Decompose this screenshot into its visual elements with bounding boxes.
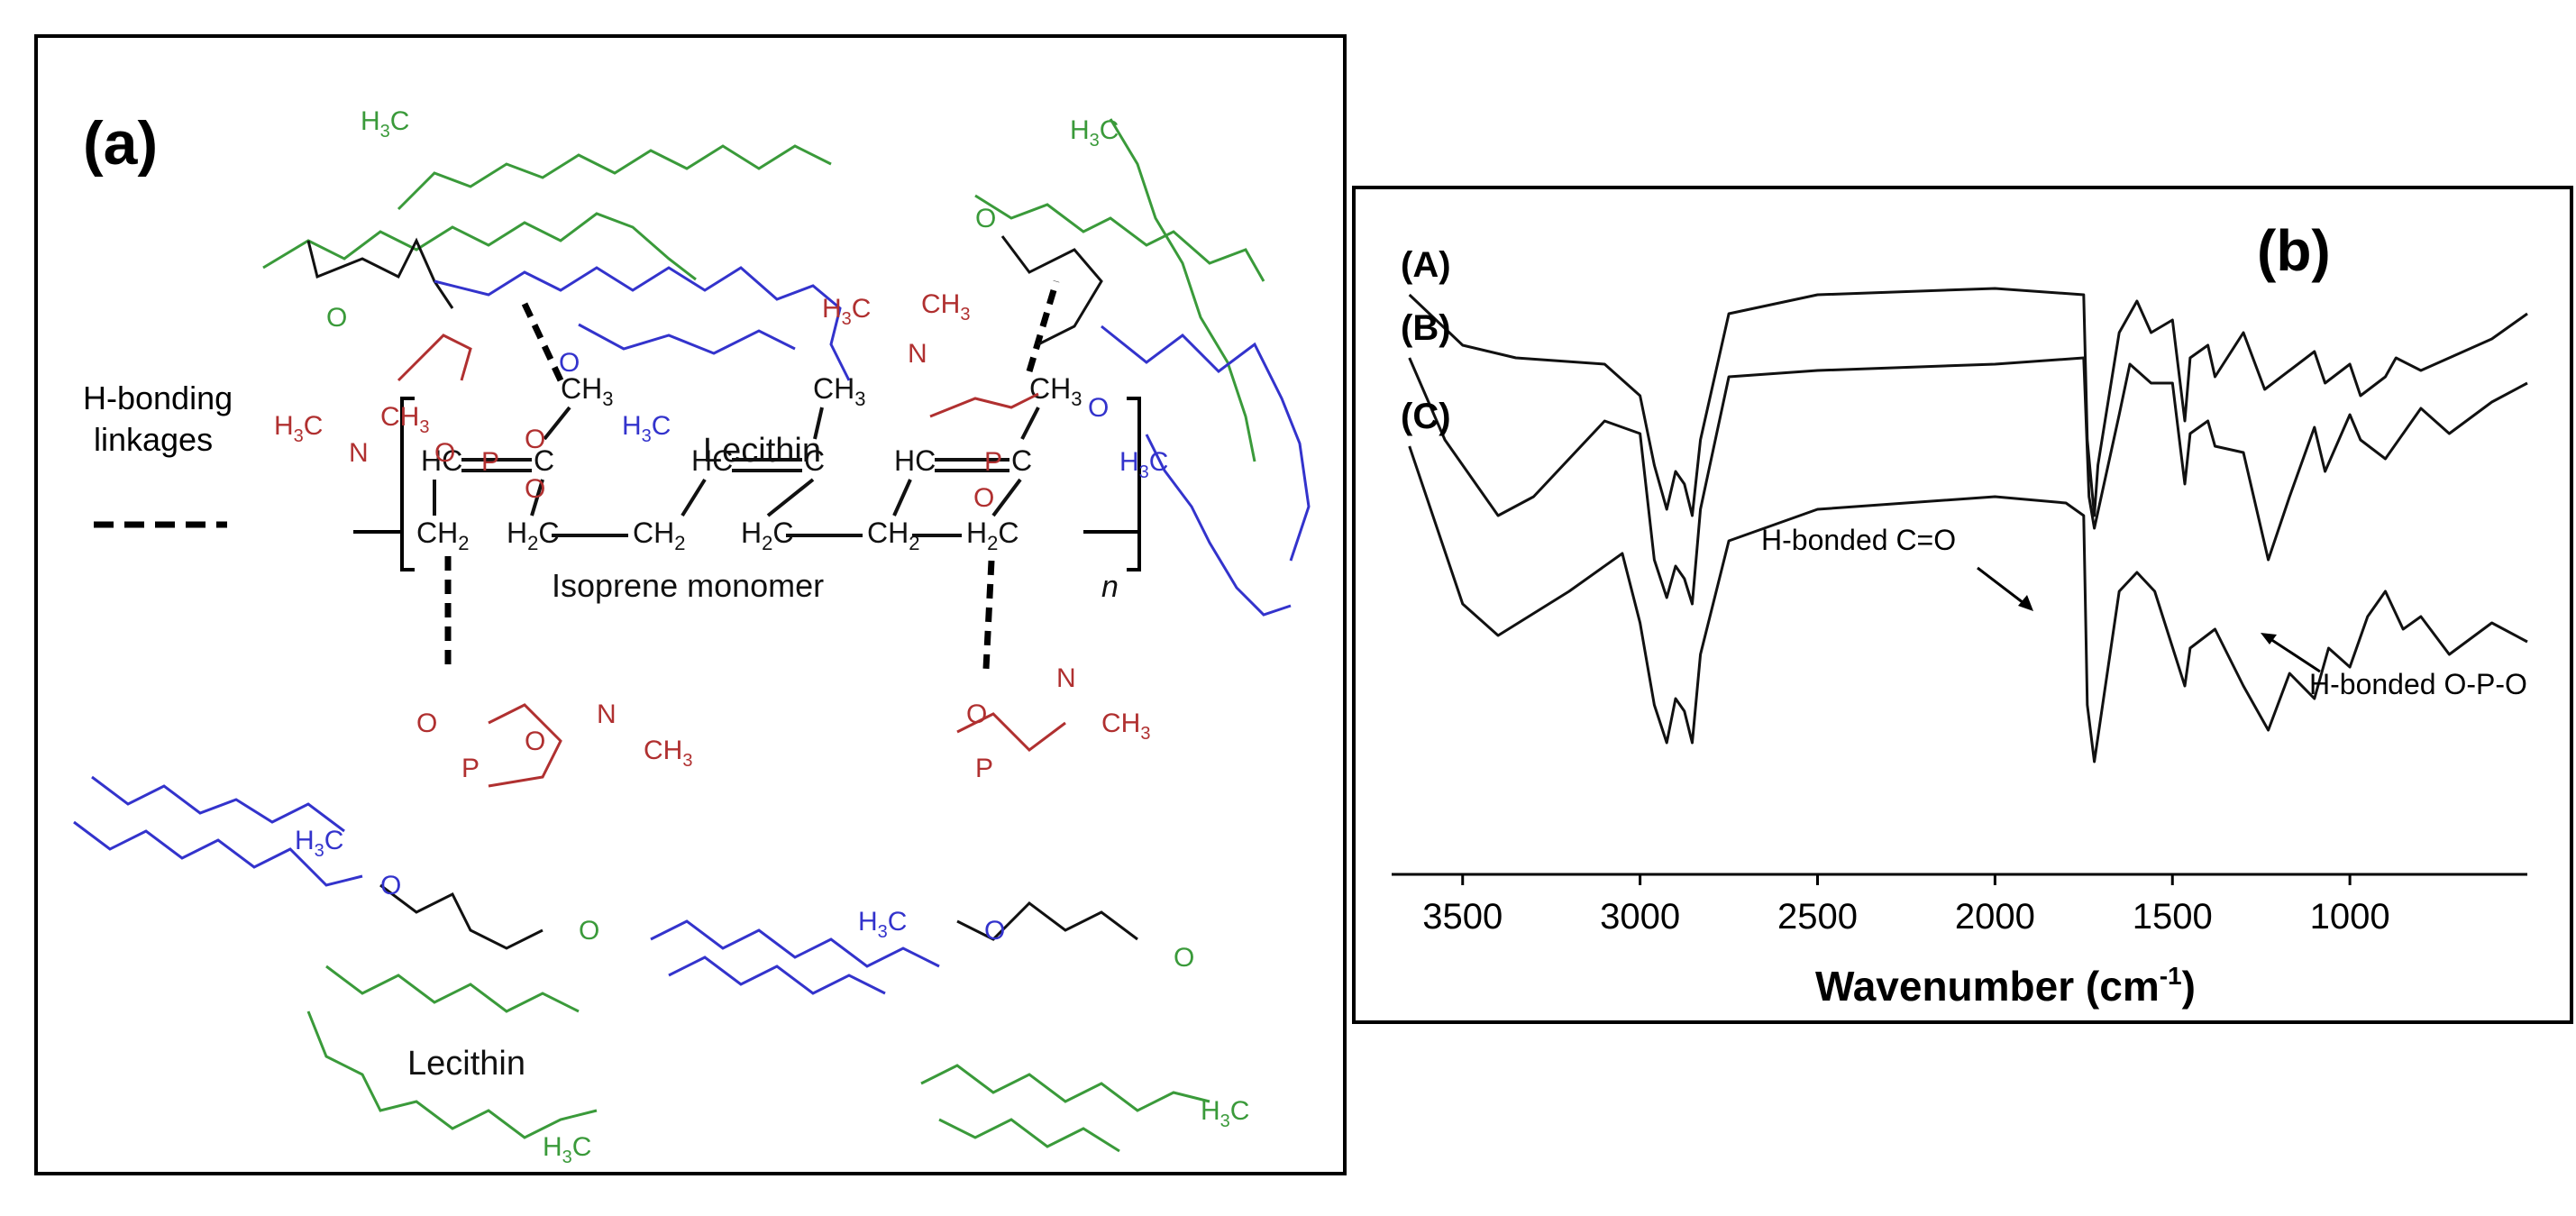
- monomer-label: Isoprene monomer: [552, 567, 824, 604]
- svg-text:H3C: H3C: [858, 907, 907, 942]
- svg-text:H3C: H3C: [1201, 1096, 1249, 1131]
- svg-text:O: O: [579, 916, 599, 946]
- panel-a-label: (a): [83, 109, 158, 178]
- x-tick-label-2000: 2000: [1955, 897, 2035, 937]
- x-tick-layer: 3500 3000 2500 2000 1500 1000: [1422, 874, 2390, 937]
- svg-text:H3C: H3C: [361, 106, 409, 142]
- series-label-c: (C): [1401, 397, 1451, 436]
- svg-text:N: N: [908, 339, 927, 369]
- panel-b-ftir: (b) (A) (B) (C) 3500 3000 2500 2000 1500 1000 W…: [1352, 186, 2573, 1024]
- series-label-layer: (A) (B) (C): [1401, 245, 1451, 436]
- annotation-co-arrow: [1977, 566, 2028, 608]
- x-tick-label-2500: 2500: [1777, 897, 1858, 937]
- repeat-n: n: [1101, 570, 1119, 604]
- x-tick-label-3500: 3500: [1422, 897, 1503, 937]
- panel-b-label: (b): [2257, 218, 2331, 283]
- svg-text:O: O: [380, 871, 401, 901]
- structure-diagram: (a) H-bonding linkages HC C HC C HC C CH…: [73, 106, 1311, 1167]
- svg-text:N: N: [1056, 663, 1076, 693]
- svg-text:H3C: H3C: [295, 826, 343, 861]
- backbone-bonds: [433, 406, 1040, 537]
- svg-text:CH2: CH2: [633, 517, 685, 554]
- lecithin-lower-left: [73, 703, 598, 1139]
- svg-text:CH3: CH3: [921, 289, 970, 325]
- panel-a-structure: (a) H-bonding linkages HC C HC C HC C CH…: [34, 34, 1347, 1175]
- svg-text:HC: HC: [421, 444, 462, 477]
- svg-text:H3C: H3C: [1070, 115, 1119, 151]
- svg-text:O: O: [973, 483, 994, 513]
- svg-text:O: O: [326, 303, 347, 333]
- svg-text:H2C: H2C: [741, 517, 793, 554]
- svg-text:O: O: [525, 727, 545, 756]
- svg-text:CH3: CH3: [380, 402, 429, 437]
- svg-text:C: C: [804, 444, 825, 477]
- annotation-co: H-bonded C=O: [1761, 524, 1956, 556]
- annotation-opo-arrow: [2267, 635, 2321, 673]
- x-tick-label-3000: 3000: [1600, 897, 1680, 937]
- h-bond-dashes: [444, 279, 1060, 670]
- svg-text:O: O: [975, 204, 996, 233]
- svg-text:CH3: CH3: [1101, 709, 1150, 744]
- svg-text:O: O: [984, 916, 1005, 946]
- annotation-opo: H-bonded O-P-O: [2309, 668, 2527, 700]
- lecithin-lower-right: [650, 712, 1210, 1153]
- legend-line1: H-bonding: [83, 379, 233, 416]
- svg-text:CH3: CH3: [813, 372, 865, 410]
- spectrum-line-c: [1408, 445, 2528, 763]
- svg-text:H3C: H3C: [543, 1132, 591, 1167]
- svg-text:P: P: [984, 447, 1002, 477]
- svg-text:O: O: [966, 699, 987, 729]
- svg-text:H3C: H3C: [622, 411, 671, 446]
- svg-text:H2C: H2C: [966, 517, 1019, 554]
- polymer-brackets: [353, 397, 1141, 571]
- annotation-opo-arrowhead: [2261, 633, 2277, 645]
- svg-text:H2C: H2C: [507, 517, 559, 554]
- lecithin-upper-left-atoms: H3C O H3C N CH3 O P O O O H3C: [274, 106, 671, 504]
- svg-text:H3C: H3C: [274, 411, 323, 446]
- svg-text:O: O: [525, 425, 545, 454]
- isoprene-backbone: HC C HC C HC C CH3 CH3 CH3 CH2 H2C CH2 H…: [416, 372, 1082, 554]
- svg-text:H3C: H3C: [1119, 447, 1168, 482]
- series-layer: [1408, 287, 2528, 763]
- svg-text:O: O: [525, 474, 545, 504]
- svg-text:O: O: [434, 438, 455, 468]
- svg-text:CH2: CH2: [416, 517, 469, 554]
- svg-text:H3C: H3C: [822, 294, 871, 329]
- svg-text:CH2: CH2: [867, 517, 919, 554]
- svg-text:HC: HC: [894, 444, 936, 477]
- lecithin-lower-left-atoms: H3C O P O N CH3 O O H3C: [295, 699, 692, 1167]
- svg-text:C: C: [1011, 444, 1032, 477]
- series-label-b: (B): [1401, 308, 1451, 348]
- svg-text:P: P: [461, 754, 480, 783]
- svg-text:CH3: CH3: [644, 736, 692, 771]
- ftir-chart: (b) (A) (B) (C) 3500 3000 2500 2000 1500 1000 W…: [1392, 218, 2528, 1010]
- lecithin-upper-right-atoms: H3C O H3C N CH3 P O O H3C: [822, 115, 1168, 513]
- svg-text:O: O: [559, 348, 580, 378]
- legend-line2: linkages: [94, 421, 213, 458]
- svg-text:CH3: CH3: [1029, 372, 1082, 410]
- x-axis-label: Wavenumber (cm-1): [1815, 962, 2196, 1010]
- svg-text:O: O: [1174, 943, 1194, 973]
- svg-text:N: N: [349, 438, 369, 468]
- svg-text:HC: HC: [691, 444, 733, 477]
- spectrum-line-b: [1408, 356, 2528, 606]
- svg-text:P: P: [481, 447, 499, 477]
- svg-text:P: P: [975, 754, 993, 783]
- svg-text:O: O: [416, 709, 437, 738]
- x-tick-label-1500: 1500: [2133, 897, 2213, 937]
- x-tick-label-1000: 1000: [2310, 897, 2390, 937]
- lecithin-label-top: Lecithin: [703, 432, 821, 470]
- svg-text:N: N: [597, 699, 617, 729]
- lecithin-lower-right-atoms: H3C O P N CH3 O O H3C: [858, 663, 1249, 1131]
- lecithin-upper-right: [929, 118, 1311, 617]
- series-label-a: (A): [1401, 245, 1451, 285]
- svg-text:CH3: CH3: [561, 372, 613, 410]
- svg-text:O: O: [1088, 393, 1109, 423]
- spectrum-line-a: [1408, 287, 2528, 517]
- lecithin-label-bottom: Lecithin: [407, 1045, 525, 1083]
- svg-text:C: C: [534, 444, 554, 477]
- annotation-co-arrowhead: [2018, 595, 2033, 611]
- lecithin-upper-left: [262, 144, 851, 382]
